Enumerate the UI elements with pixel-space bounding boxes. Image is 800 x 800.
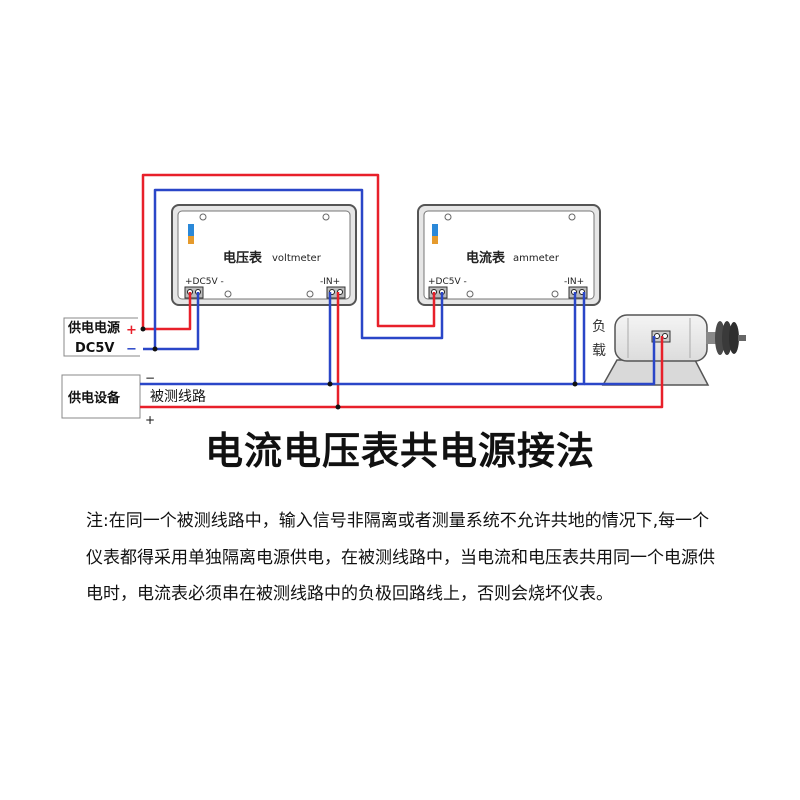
voltmeter-subtitle: voltmeter <box>272 253 322 264</box>
voltmeter: 电压表 voltmeter +DC5V - -IN+ <box>171 204 357 306</box>
equipment-minus-sign: − <box>145 371 155 385</box>
indicator-icon <box>432 224 438 244</box>
ammeter-input-terminal <box>568 286 588 299</box>
note-paragraph: 注:在同一个被测线路中，输入信号非隔离或者测量系统不允许共地的情况下,每一个仪表… <box>86 511 715 604</box>
voltmeter-title: 电压表 <box>223 250 263 266</box>
voltmeter-input-label: -IN+ <box>320 277 340 287</box>
supply-equipment: 供电设备 − + 被测线路 <box>61 371 206 427</box>
ammeter-title: 电流表 <box>466 250 506 266</box>
ammeter-power-label: +DC5V - <box>428 277 467 287</box>
power-supply: 供电电源 DC5V + − <box>63 317 140 357</box>
page-title: 电流电压表共电源接法 <box>204 429 595 473</box>
ammeter-subtitle: ammeter <box>513 253 560 264</box>
ammeter: 电流表 ammeter +DC5V - -IN+ <box>417 204 601 306</box>
supply-voltage: DC5V <box>75 341 114 356</box>
ammeter-input-label: -IN+ <box>564 277 584 287</box>
supply-label: 供电电源 <box>67 320 120 336</box>
wiring-diagram: 电压表 voltmeter +DC5V - -IN+ 电流表 ammeter +… <box>61 173 746 427</box>
voltmeter-power-label: +DC5V - <box>185 277 224 287</box>
voltmeter-input-terminal <box>326 286 346 299</box>
equipment-label: 供电设备 <box>67 390 121 406</box>
negative-wires <box>140 188 656 386</box>
supply-minus-sign: − <box>126 342 137 357</box>
positive-wires <box>140 173 664 409</box>
measured-line-label: 被测线路 <box>150 389 206 405</box>
ammeter-power-terminal <box>428 286 448 299</box>
load-label-char1: 负 <box>592 319 606 335</box>
indicator-icon <box>188 224 194 244</box>
supply-plus-sign: + <box>126 323 137 338</box>
equipment-plus-sign: + <box>145 413 155 427</box>
load-motor: 负 载 <box>592 314 746 386</box>
junction-dots <box>140 326 578 410</box>
load-label-char2: 载 <box>592 343 606 359</box>
voltmeter-power-terminal <box>184 286 204 299</box>
